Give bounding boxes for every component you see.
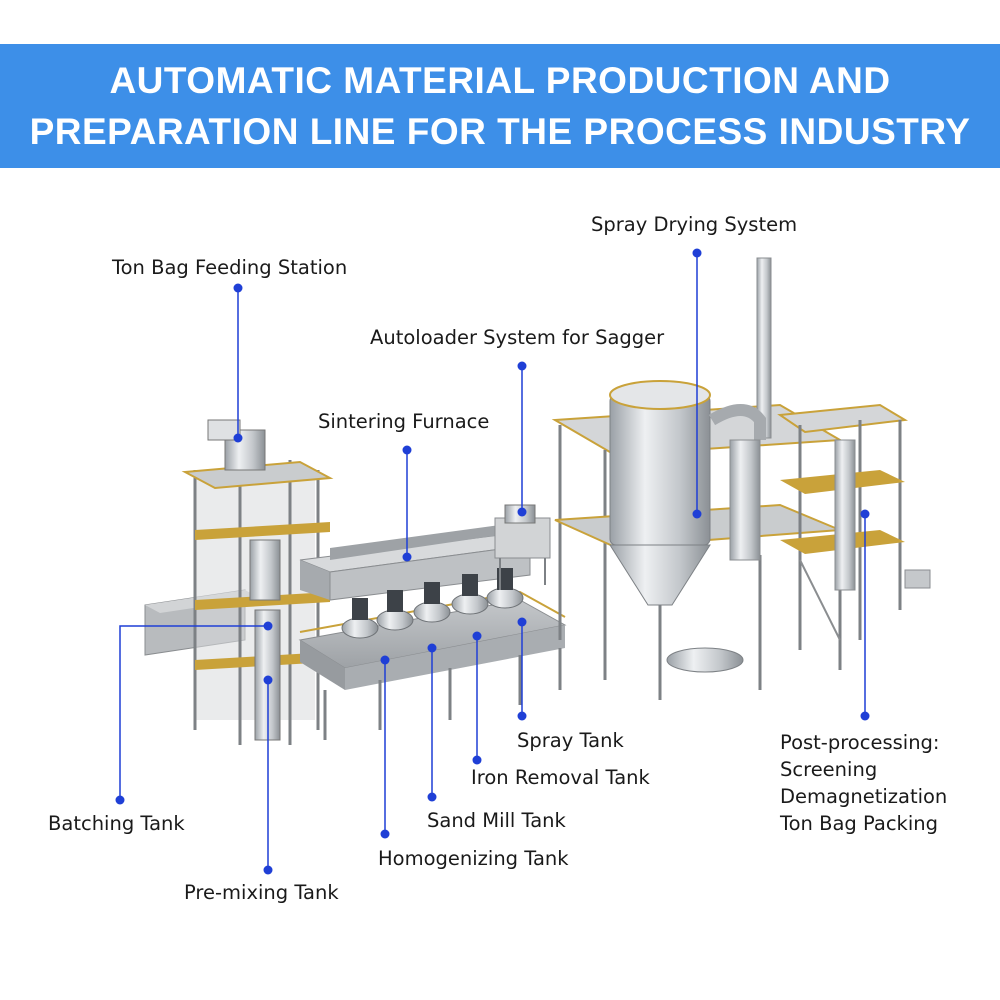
label-spray-drying: Spray Drying System <box>591 213 798 236</box>
post-processing-tower <box>777 403 931 650</box>
callout-dots <box>115 248 870 875</box>
label-homogenizing: Homogenizing Tank <box>378 847 569 870</box>
sintering-furnace <box>299 525 531 601</box>
post-processing-item: Screening <box>780 758 878 781</box>
tank-platform <box>298 568 567 740</box>
ton-bag-tower <box>181 419 334 745</box>
title-line-1: AUTOMATIC MATERIAL PRODUCTION AND <box>109 60 891 101</box>
label-sintering-furnace: Sintering Furnace <box>318 410 490 433</box>
label-sand-mill: Sand Mill Tank <box>427 809 566 832</box>
label-autoloader: Autoloader System for Sagger <box>370 326 665 349</box>
post-processing-item: Demagnetization <box>780 785 948 808</box>
label-post-processing: Post-processing: Screening Demagnetizati… <box>780 729 947 837</box>
title-banner <box>0 44 1000 168</box>
label-premixing: Pre-mixing Tank <box>184 881 339 904</box>
post-processing-item: Ton Bag Packing <box>780 812 938 835</box>
label-spray-tank: Spray Tank <box>517 729 624 752</box>
production-line-illustration <box>115 248 931 875</box>
label-ton-bag-feeding: Ton Bag Feeding Station <box>112 256 348 279</box>
label-batching: Batching Tank <box>48 812 185 835</box>
title-line-2: PREPARATION LINE FOR THE PROCESS INDUSTR… <box>29 111 971 152</box>
callout-leaders <box>119 253 866 870</box>
label-iron-removal: Iron Removal Tank <box>471 766 650 789</box>
post-processing-heading: Post-processing: <box>780 731 940 754</box>
